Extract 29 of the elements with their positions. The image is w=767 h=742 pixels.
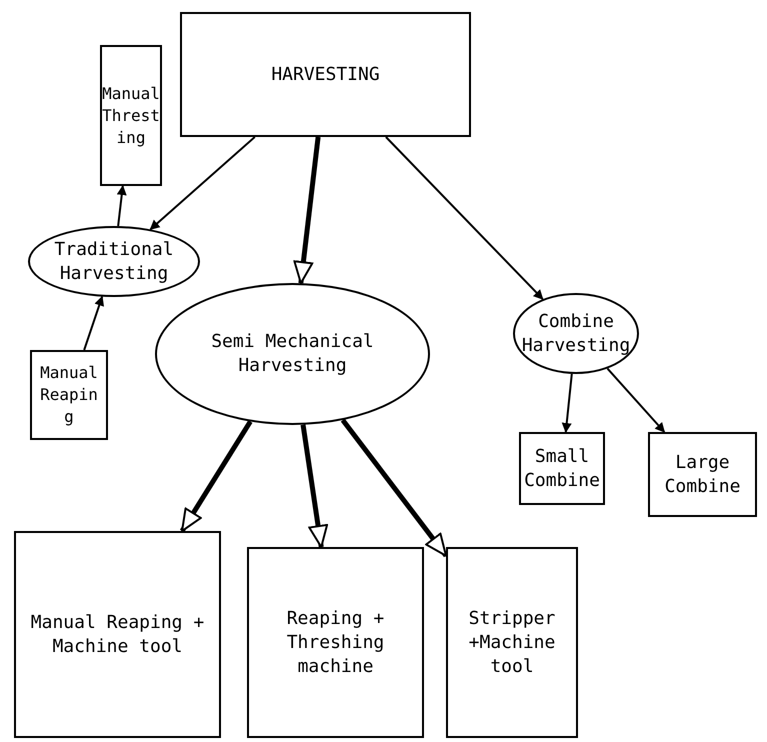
arrow: [606, 368, 666, 433]
process-box: [30, 350, 108, 440]
hollow-arrow: [340, 418, 448, 558]
node-label: Manual Threst ing: [102, 82, 160, 148]
hollow-arrow: [300, 424, 328, 548]
node-label: Small Combine: [524, 444, 600, 492]
arrow: [150, 136, 256, 230]
node-label: Combine Harvesting: [520, 310, 632, 358]
hollow-arrow: [293, 136, 321, 284]
arrow: [562, 374, 573, 433]
process-box: [648, 432, 757, 517]
node-label: Stripper +Machine tool: [468, 606, 556, 678]
process-box: [519, 432, 605, 505]
node-label: Manual Reaping + Machine tool: [30, 610, 206, 658]
node-label: HARVESTING: [271, 62, 380, 86]
node-label: Reaping + Threshing machine: [286, 606, 386, 678]
process-box: [14, 531, 221, 738]
process-box: [100, 45, 162, 186]
node-label: Large Combine: [664, 450, 742, 498]
node-label: Traditional Harvesting: [53, 238, 175, 286]
hollow-arrow: [180, 420, 252, 532]
arrow: [83, 296, 104, 350]
process-box: [180, 12, 471, 137]
process-box: [446, 547, 578, 738]
arrow: [385, 136, 544, 300]
arrow: [116, 185, 127, 226]
node-label: Semi Mechanical Harvesting: [210, 330, 375, 378]
node-label: Manual Reapin g: [39, 362, 99, 428]
process-box: [247, 547, 424, 738]
